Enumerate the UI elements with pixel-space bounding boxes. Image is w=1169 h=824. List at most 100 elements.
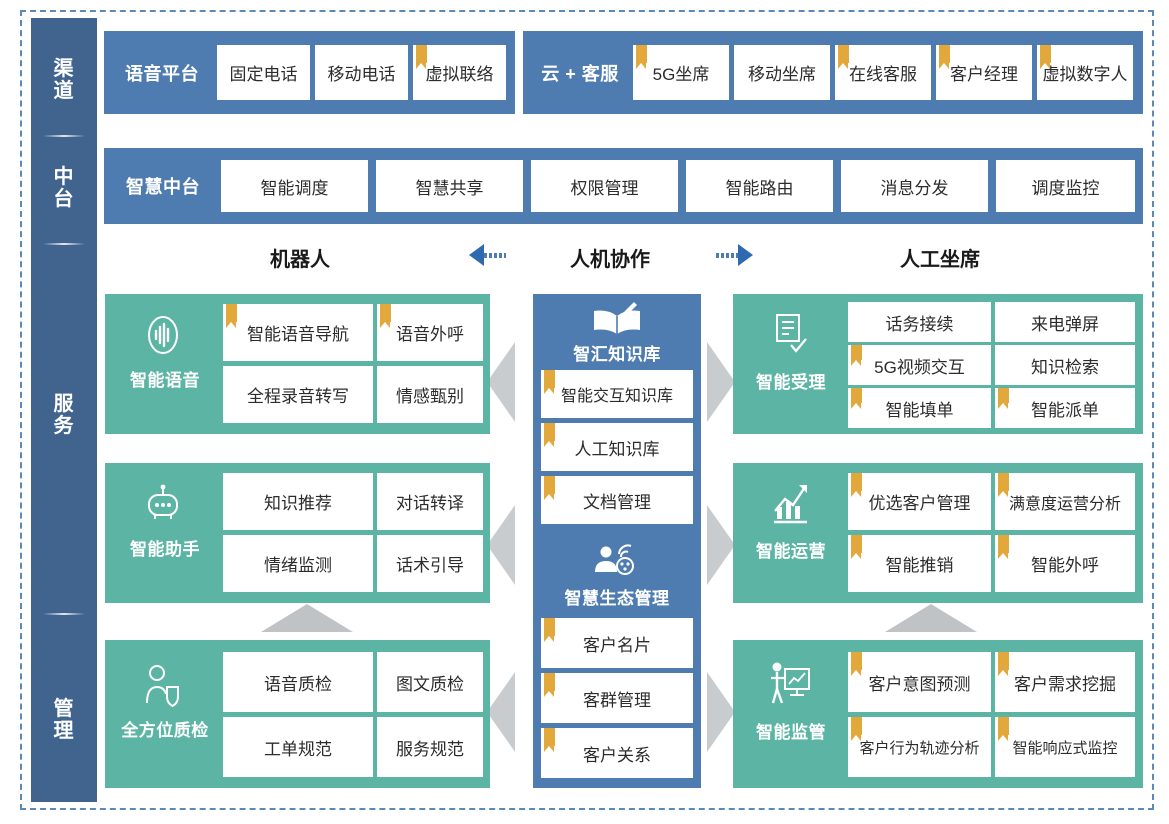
channel-chip[interactable]: 固定电话 <box>217 45 310 100</box>
cell-label: 服务规范 <box>396 739 464 759</box>
channel-chip[interactable]: 在线客服 <box>835 45 931 100</box>
block-title: 智汇知识库 <box>573 345 661 364</box>
channel-chip[interactable]: 虚拟数字人 <box>1037 45 1133 100</box>
platform-chip[interactable]: 智慧共享 <box>376 160 523 212</box>
feature-cell[interactable]: 客户需求挖掘 <box>995 652 1135 712</box>
block-title: 智能受理 <box>756 373 826 392</box>
feature-cell[interactable]: 5G视频交互 <box>848 345 991 385</box>
cell-label: 情感甄别 <box>396 387 464 406</box>
cell-label: 语音外呼 <box>396 325 464 344</box>
feature-cell[interactable]: 话务接续 <box>848 302 991 342</box>
feature-cell[interactable]: 客户名片 <box>541 618 693 668</box>
arrow-right-indicator <box>716 244 753 266</box>
feature-cell[interactable]: 客户意图预测 <box>848 652 991 712</box>
group-title: 语音平台 <box>125 63 199 84</box>
chip-label: 固定电话 <box>229 65 298 84</box>
service-block-intelligent-voice: 智能语音 智能语音导航 语音外呼 全程录音转写 情感甄别 <box>105 294 490 434</box>
platform-chip[interactable]: 智能路由 <box>686 160 833 212</box>
layer-sidebar: 渠 道 中 台 服 务 管 理 <box>31 18 97 802</box>
sidebar-item-service[interactable]: 服 务 <box>31 393 97 438</box>
bookmark-marker-icon <box>998 652 1009 676</box>
block-title: 智慧生态管理 <box>564 589 670 608</box>
chip-label: 移动电话 <box>327 65 396 84</box>
cell-label: 话术引导 <box>396 556 464 575</box>
group-title: 智慧中台 <box>126 177 200 197</box>
bookmark-marker-icon <box>998 535 1009 559</box>
sidebar-char: 理 <box>53 720 75 743</box>
feature-cell[interactable]: 智能外呼 <box>995 535 1135 592</box>
block-title: 智能运营 <box>756 542 826 561</box>
sidebar-item-middle-platform[interactable]: 中 台 <box>31 166 97 211</box>
feature-cell[interactable]: 语音质检 <box>223 652 373 712</box>
platform-chip[interactable]: 调度监控 <box>996 160 1135 212</box>
bookmark-marker-icon <box>226 304 237 328</box>
chip-label: 消息分发 <box>880 178 949 198</box>
feature-cell[interactable]: 话术引导 <box>377 535 483 592</box>
channel-chip[interactable]: 客户经理 <box>936 45 1032 100</box>
feature-cell[interactable]: 客户行为轨迹分析 <box>848 717 991 777</box>
bookmark-marker-icon <box>998 717 1009 741</box>
feature-cell[interactable]: 客群管理 <box>541 673 693 723</box>
feature-cell[interactable]: 情感甄别 <box>377 366 483 423</box>
person-network-icon <box>533 542 701 582</box>
feature-cell[interactable]: 客户关系 <box>541 728 693 778</box>
feature-cell[interactable]: 服务规范 <box>377 717 483 777</box>
cell-label: 满意度运营分析 <box>1008 495 1121 513</box>
platform-chip[interactable]: 消息分发 <box>841 160 988 212</box>
feature-cell[interactable]: 情绪监测 <box>223 535 373 592</box>
bookmark-marker-icon <box>544 728 555 752</box>
bookmark-marker-icon <box>1040 45 1051 69</box>
sidebar-char: 务 <box>53 415 75 438</box>
channel-chip[interactable]: 移动电话 <box>315 45 408 100</box>
flow-arrow-up <box>261 604 353 632</box>
feature-cell[interactable]: 对话转译 <box>377 473 483 530</box>
feature-cell[interactable]: 文档管理 <box>541 476 693 524</box>
channel-group-voice-platform: 语音平台 固定电话 移动电话 虚拟联络 <box>104 31 515 114</box>
bookmark-marker-icon <box>998 388 1009 409</box>
dashed-line-icon <box>484 252 506 258</box>
chip-label: 调度监控 <box>1031 178 1100 198</box>
feature-cell[interactable]: 智能语音导航 <box>223 304 373 361</box>
channel-chip[interactable]: 虚拟联络 <box>413 45 506 100</box>
feature-cell[interactable]: 智能填单 <box>848 388 991 428</box>
bookmark-marker-icon <box>851 652 862 676</box>
platform-chip[interactable]: 智能调度 <box>221 160 368 212</box>
center-block-ecology-management: 智慧生态管理 客户名片 客群管理 客户关系 <box>533 532 701 788</box>
feature-cell[interactable]: 人工知识库 <box>541 423 693 471</box>
feature-cell[interactable]: 语音外呼 <box>377 304 483 361</box>
feature-cell[interactable]: 工单规范 <box>223 717 373 777</box>
feature-cell[interactable]: 智能派单 <box>995 388 1135 428</box>
feature-cell[interactable]: 图文质检 <box>377 652 483 712</box>
feature-cell[interactable]: 来电弹屏 <box>995 302 1135 342</box>
channel-chip[interactable]: 移动坐席 <box>734 45 830 100</box>
feature-cell[interactable]: 全程录音转写 <box>223 366 373 423</box>
feature-cell[interactable]: 知识推荐 <box>223 473 373 530</box>
cell-label: 来电弹屏 <box>1031 314 1099 334</box>
flow-arrow-right <box>707 505 735 585</box>
arrow-left-indicator <box>469 244 506 266</box>
flow-arrow-left <box>487 672 515 752</box>
bookmark-marker-icon <box>380 304 391 328</box>
sidebar-item-management[interactable]: 管 理 <box>31 698 97 743</box>
cell-label: 客户关系 <box>583 745 651 765</box>
feature-cell[interactable]: 智能响应式监控 <box>995 717 1135 777</box>
feature-cell[interactable]: 满意度运营分析 <box>995 473 1135 530</box>
sidebar-item-channel[interactable]: 渠 道 <box>31 58 97 103</box>
chip-label: 5G坐席 <box>652 65 710 84</box>
cell-label: 语音质检 <box>264 674 332 694</box>
sidebar-char: 管 <box>53 698 75 720</box>
bookmark-marker-icon <box>851 535 862 559</box>
chip-label: 权限管理 <box>570 178 639 198</box>
sidebar-char: 渠 <box>53 58 75 80</box>
feature-cell[interactable]: 智能交互知识库 <box>541 370 693 418</box>
sidebar-char: 服 <box>53 393 75 415</box>
feature-cell[interactable]: 优选客户管理 <box>848 473 991 530</box>
cell-label: 智能推销 <box>885 556 954 575</box>
service-block-intelligent-acceptance: 智能受理 话务接续 来电弹屏 5G视频交互 知识检索 智能填单 智能派单 <box>733 294 1143 434</box>
feature-cell[interactable]: 智能推销 <box>848 535 991 592</box>
feature-cell[interactable]: 知识检索 <box>995 345 1135 385</box>
channel-chip[interactable]: 5G坐席 <box>633 45 729 100</box>
platform-chip[interactable]: 权限管理 <box>531 160 678 212</box>
diagram-frame <box>20 10 1154 810</box>
cell-label: 文档管理 <box>583 492 651 512</box>
